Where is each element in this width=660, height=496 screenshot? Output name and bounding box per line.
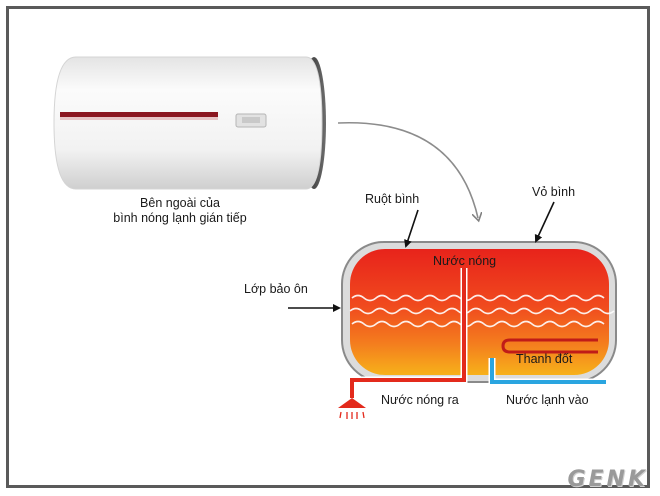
shower-drops	[339, 411, 365, 419]
label-inner-tank: Ruột bình	[365, 192, 420, 206]
heater-body	[53, 56, 323, 190]
label-cold-water-in: Nước lạnh vào	[506, 393, 589, 407]
label-insulation: Lớp bảo ôn	[244, 282, 308, 296]
convection-waves	[349, 294, 615, 328]
shower-head	[338, 398, 366, 408]
label-outer-shell: Vỏ bình	[532, 185, 576, 199]
water-heater-exterior	[53, 56, 326, 190]
hot-water-pipe	[350, 268, 466, 398]
image-frame	[6, 6, 650, 488]
tank-cross-section	[338, 241, 617, 419]
exterior-caption-line1: Bên ngoài của	[140, 196, 220, 210]
label-hot-water: Nước nóng	[433, 254, 497, 268]
outer-shell-arrow	[534, 201, 555, 243]
heating-element	[501, 338, 598, 354]
genk-watermark: GENK	[567, 467, 648, 492]
inner-tank	[350, 249, 609, 375]
exterior-caption-line2: bình nóng lạnh gián tiếp	[113, 211, 247, 225]
cold-water-pipe	[490, 358, 606, 384]
label-hot-water-out: Nước nóng ra	[381, 393, 459, 407]
curved-arrow	[337, 122, 478, 218]
inner-tank-arrow	[404, 209, 419, 248]
heater-red-stripe	[60, 112, 218, 117]
label-heating-element: Thanh đốt	[516, 352, 573, 366]
